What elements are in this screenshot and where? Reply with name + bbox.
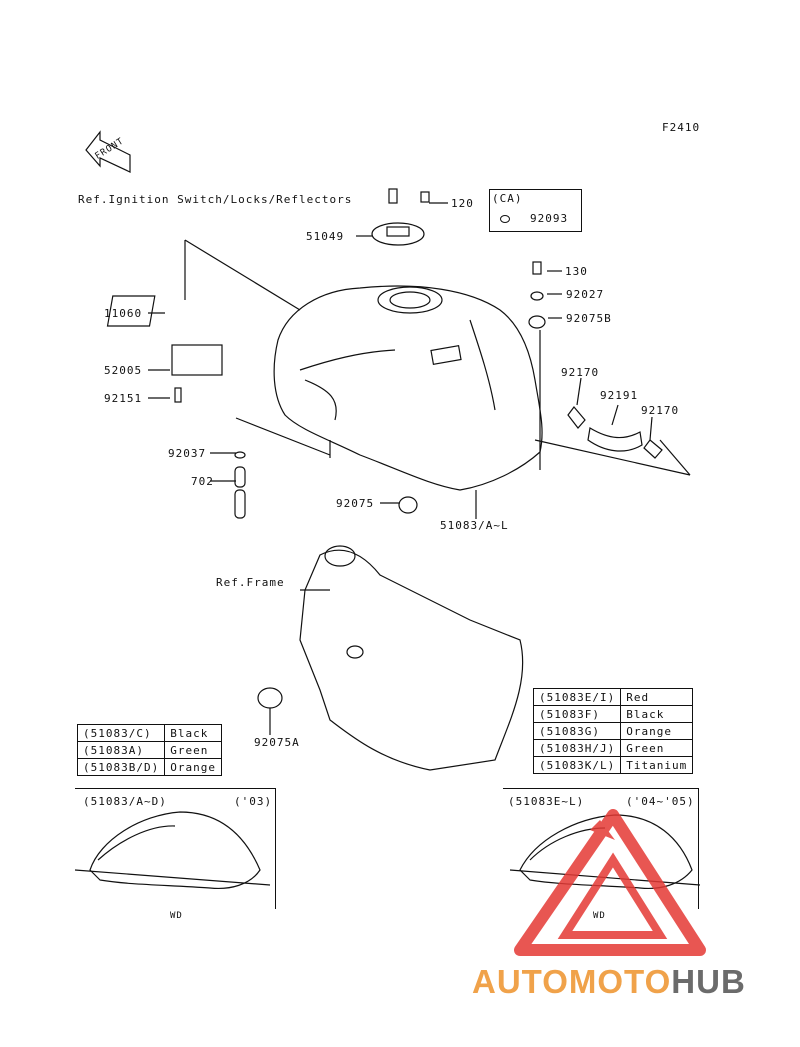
color-table-right: (51083E/I)Red (51083F)Black (51083G)Oran… xyxy=(532,688,694,774)
part-120: 120 xyxy=(451,197,474,210)
part-130: 130 xyxy=(565,265,588,278)
table-row: (51083A)Green xyxy=(76,741,222,759)
tank-variant-left-icon xyxy=(89,811,261,890)
page-code: F2410 xyxy=(662,121,701,134)
variant-right-tag: WD xyxy=(593,911,606,921)
bolt-icon xyxy=(388,188,398,204)
fuel-tank-icon xyxy=(273,285,543,491)
part-92075a: 92075A xyxy=(254,736,300,749)
part-51049: 51049 xyxy=(306,230,345,243)
part-702: 702 xyxy=(191,475,214,488)
part-11060: 11060 xyxy=(104,307,143,320)
variant-right-year: ('04~'05) xyxy=(626,795,695,808)
variant-left-tag: WD xyxy=(170,911,183,921)
part-92075: 92075 xyxy=(336,497,375,510)
ca-box: (CA) 92093 xyxy=(489,189,582,232)
table-row: (51083E/I)Red xyxy=(532,688,694,706)
front-arrow-icon xyxy=(85,130,131,173)
table-row: (51083K/L)Titanium xyxy=(532,756,694,774)
part-92170-a: 92170 xyxy=(561,366,600,379)
table-row: (51083H/J)Green xyxy=(532,739,694,757)
washer-icon xyxy=(500,215,510,223)
table-row: (51083/C)Black xyxy=(76,724,222,742)
part-92151: 92151 xyxy=(104,392,143,405)
ca-box-part: 92093 xyxy=(530,212,569,225)
ref-ignition-label: Ref.Ignition Switch/Locks/Reflectors xyxy=(78,193,353,206)
watermark-logo-icon xyxy=(514,809,706,956)
watermark-text: AUTOMOTOHUB xyxy=(472,963,746,1000)
variant-right-code: (51083E~L) xyxy=(508,795,585,808)
variant-left-year: ('03) xyxy=(234,795,273,808)
table-row: (51083F)Black xyxy=(532,705,694,723)
frame-icon xyxy=(299,549,524,771)
table-row: (51083G)Orange xyxy=(532,722,694,740)
part-92075b: 92075B xyxy=(566,312,612,325)
gasket-icon xyxy=(106,295,156,327)
part-92191: 92191 xyxy=(600,389,639,402)
fuel-cap-icon xyxy=(371,222,425,246)
fuel-pump-icon xyxy=(171,344,223,376)
color-table-left: (51083/C)Black (51083A)Green (51083B/D)O… xyxy=(76,724,222,776)
table-row: (51083B/D)Orange xyxy=(76,758,222,776)
part-52005: 52005 xyxy=(104,364,143,377)
variant-box-right xyxy=(503,788,699,909)
ca-box-title: (CA) xyxy=(492,192,523,205)
tank-variant-right-icon xyxy=(519,814,693,890)
part-92037: 92037 xyxy=(168,447,207,460)
screw-icon xyxy=(420,191,430,203)
variant-left-code: (51083/A~D) xyxy=(83,795,167,808)
part-92027: 92027 xyxy=(566,288,605,301)
ref-frame-label: Ref.Frame xyxy=(216,576,285,589)
part-51083: 51083/A~L xyxy=(440,519,509,532)
variant-box-left xyxy=(75,788,276,909)
part-92170-b: 92170 xyxy=(641,404,680,417)
